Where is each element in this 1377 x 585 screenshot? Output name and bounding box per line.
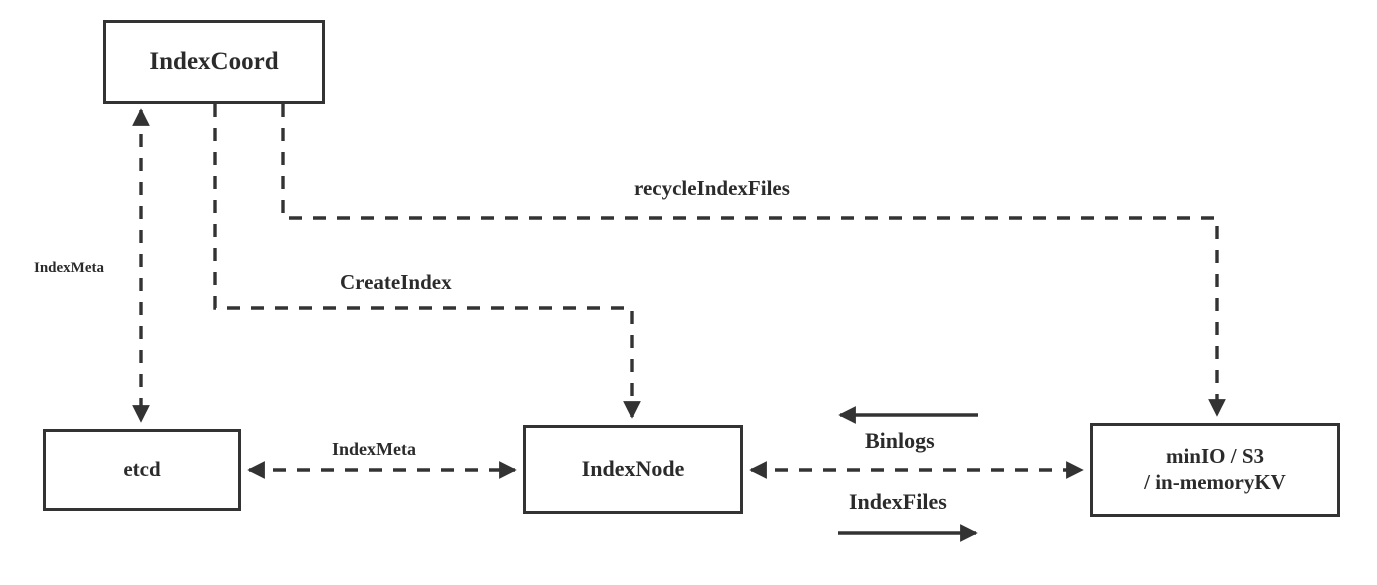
node-index-coord-label: IndexCoord	[149, 47, 279, 75]
node-minio-s3-label-line1: minIO / S3	[1165, 444, 1265, 469]
connector-create-index	[213, 104, 641, 419]
node-index-node-label: IndexNode	[581, 456, 685, 482]
edge-label-recycle-index-files: recycleIndexFiles	[631, 176, 793, 201]
node-index-coord[interactable]: IndexCoord	[103, 20, 325, 104]
edge-label-index-meta-coord-etcd: IndexMeta	[31, 260, 107, 277]
edge-label-binlogs: Binlogs	[862, 428, 938, 454]
edge-label-index-files: IndexFiles	[846, 489, 950, 515]
connector-recycle-index-files	[281, 104, 1226, 417]
node-index-node[interactable]: IndexNode	[523, 425, 743, 514]
node-etcd-label: etcd	[123, 457, 161, 482]
edge-label-index-meta-etcd-node: IndexMeta	[329, 439, 419, 460]
node-minio-s3[interactable]: minIO / S3 / in-memoryKV	[1090, 423, 1340, 517]
edge-label-create-index: CreateIndex	[337, 270, 455, 295]
node-etcd[interactable]: etcd	[43, 429, 241, 511]
node-minio-s3-label-line2: / in-memoryKV	[1144, 470, 1286, 494]
